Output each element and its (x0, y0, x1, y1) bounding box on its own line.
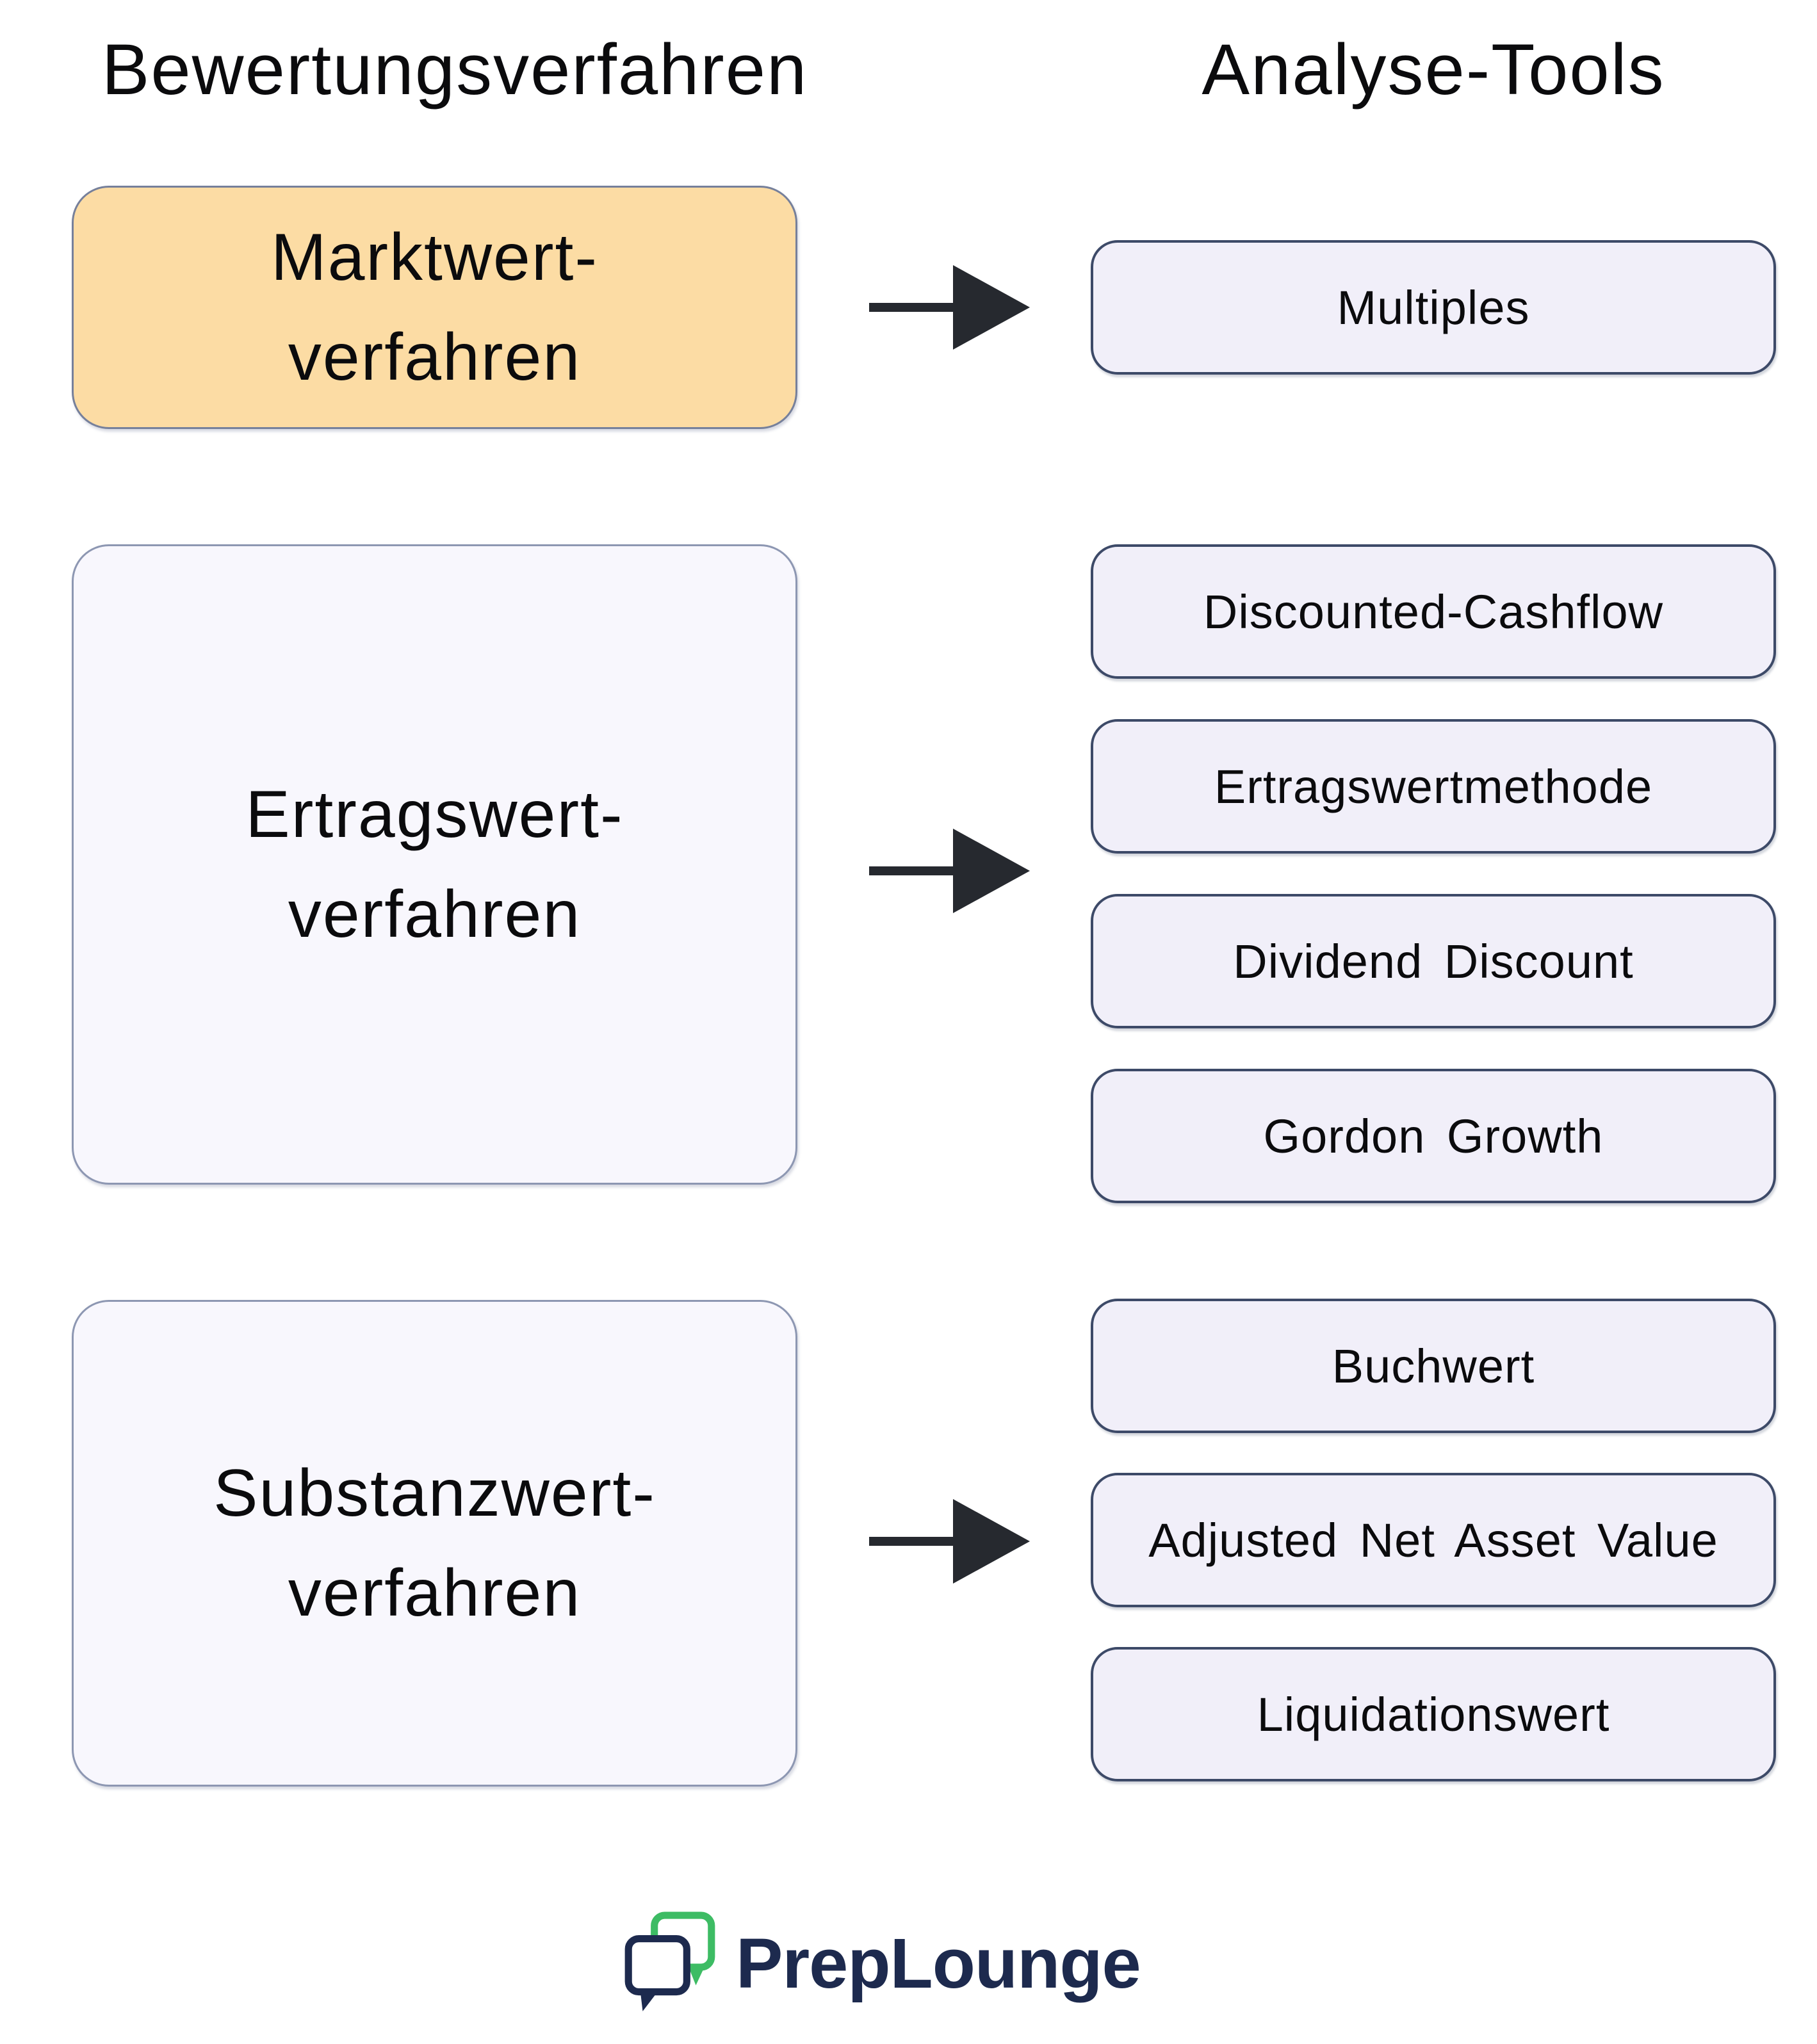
tool-label: Gordon Growth (1263, 1109, 1604, 1163)
speech-bubbles-icon (624, 1911, 715, 2011)
arrow-substanzwert-to-tools-icon (869, 1499, 1030, 1584)
method-label: Substanzwert- verfahren (213, 1443, 656, 1643)
arrow-shaft (869, 1537, 963, 1546)
left-column-title: Bewertungsverfahren (101, 29, 808, 110)
arrow-head (953, 265, 1030, 350)
arrow-head (953, 1499, 1030, 1584)
tool-label: Buchwert (1332, 1339, 1535, 1393)
tool-box-ertragswertmethode: Ertragswertmethode (1091, 719, 1776, 854)
method-label: Marktwert- verfahren (271, 207, 598, 407)
tool-box-multiples: Multiples (1091, 240, 1776, 375)
tool-box-gordon-growth: Gordon Growth (1091, 1069, 1776, 1203)
method-label-line: Substanzwert- (213, 1456, 656, 1530)
tool-label: Multiples (1337, 280, 1530, 334)
tool-box-dividend-discount: Dividend Discount (1091, 894, 1776, 1028)
tool-label: Ertragswertmethode (1214, 759, 1653, 813)
tool-box-buchwert: Buchwert (1091, 1299, 1776, 1433)
arrow-head (953, 829, 1030, 913)
method-box-ertragswertverfahren: Ertragswert- verfahren (72, 544, 797, 1185)
arrow-marktwert-to-tools-icon (869, 265, 1030, 350)
arrow-shaft (869, 303, 963, 312)
method-label-line: Marktwert- (270, 220, 599, 295)
tool-box-liquidationswert: Liquidationswert (1091, 1647, 1776, 1781)
method-label-line: verfahren (288, 320, 582, 394)
method-label-line: verfahren (288, 877, 582, 952)
preplounge-logo: PrepLounge (624, 1911, 1141, 2015)
arrow-shaft (869, 866, 963, 875)
method-label: Ertragswert- verfahren (245, 765, 623, 964)
tool-label: Liquidationswert (1257, 1687, 1610, 1741)
tool-label: Discounted-Cashflow (1203, 585, 1664, 638)
tool-label: Adjusted Net Asset Value (1148, 1513, 1718, 1567)
tool-label: Dividend Discount (1233, 934, 1634, 988)
brand-name: PrepLounge (736, 1924, 1141, 2003)
method-box-substanzwertverfahren: Substanzwert- verfahren (72, 1300, 797, 1787)
method-label-line: verfahren (288, 1556, 582, 1630)
tool-box-discounted-cashflow: Discounted-Cashflow (1091, 544, 1776, 679)
arrow-ertragswert-to-tools-icon (869, 829, 1030, 913)
tool-box-adjusted-net-asset-value: Adjusted Net Asset Value (1091, 1473, 1776, 1607)
method-label-line: Ertragswert- (245, 777, 624, 852)
right-column-title: Analyse-Tools (1202, 29, 1665, 110)
method-box-marktwertverfahren: Marktwert- verfahren (72, 186, 797, 429)
